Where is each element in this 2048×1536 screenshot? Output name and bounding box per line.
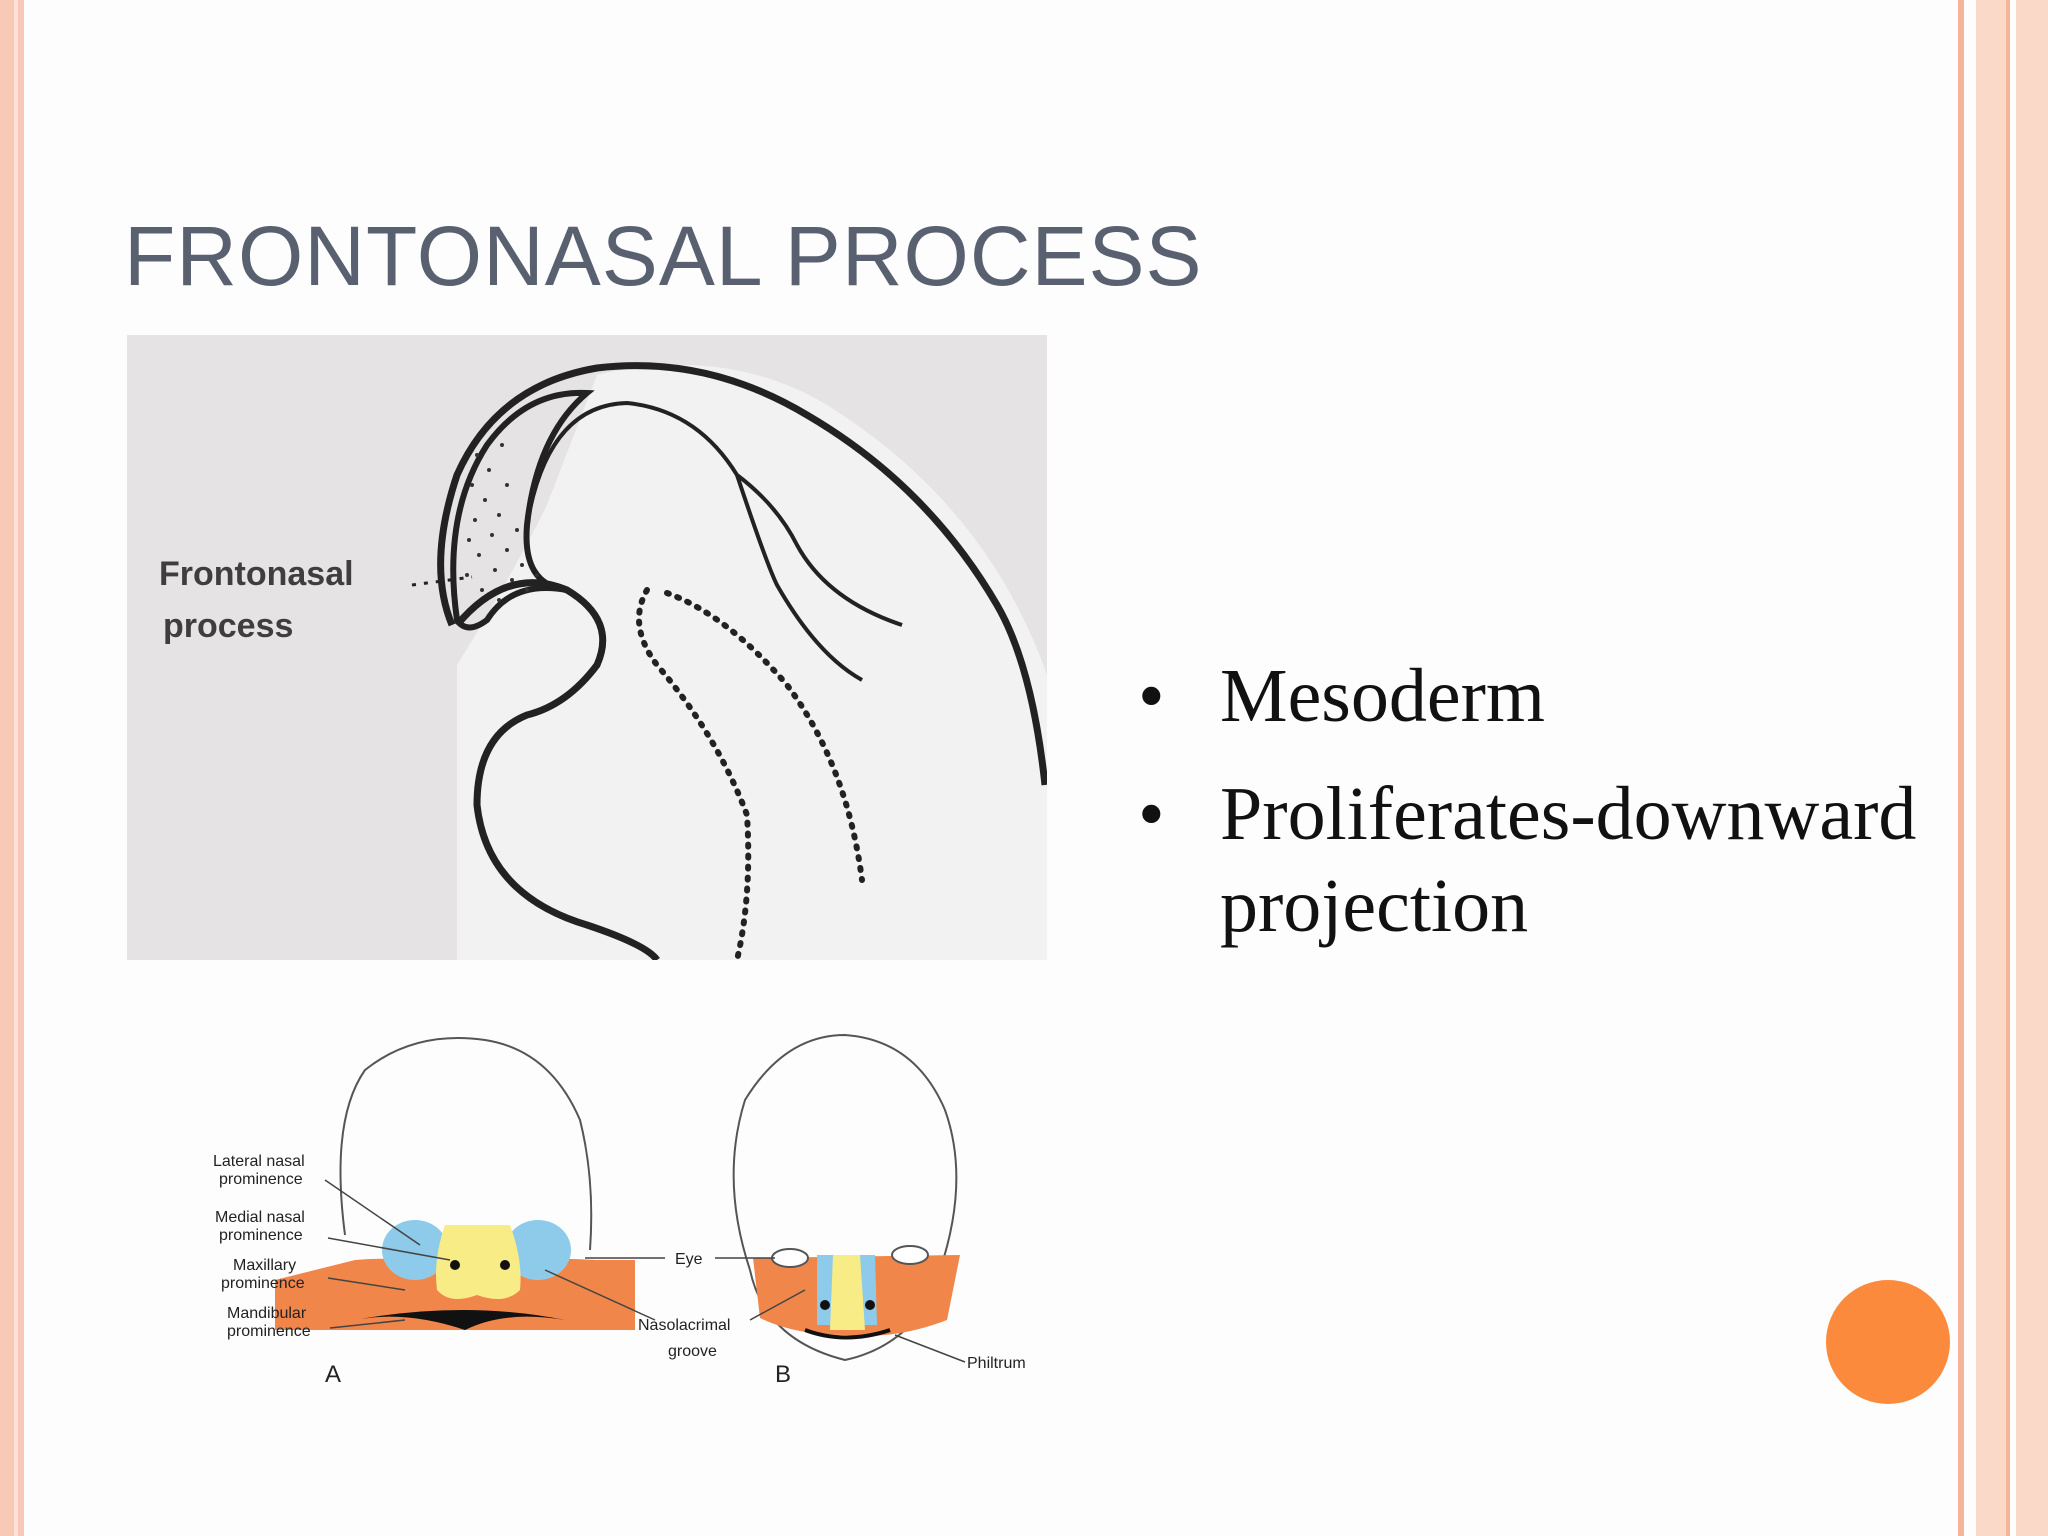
figure-light-area <box>457 365 1047 960</box>
head-outline <box>437 362 1047 786</box>
nostril-left-b <box>820 1300 830 1310</box>
right-border-line <box>1958 0 1964 1536</box>
bullet-list: • Mesoderm • Proliferates-downward proje… <box>1130 650 1950 978</box>
bullet-symbol: • <box>1138 654 1165 738</box>
label-leader-line <box>411 575 473 587</box>
stipple-dots <box>465 443 539 602</box>
medial-nasal-b <box>830 1255 865 1330</box>
label-mandibular-1: Mandibular <box>227 1305 307 1322</box>
label-maxillary-2: prominence <box>221 1275 305 1292</box>
dotted-line-1 <box>636 587 752 960</box>
nostril-right-b <box>865 1300 875 1310</box>
eye-left-b <box>771 1248 809 1268</box>
orange-circle-decoration <box>1826 1280 1950 1404</box>
mouth-b <box>804 1328 891 1340</box>
right-border-line-2 <box>2006 0 2010 1536</box>
nostril-left-a <box>450 1260 460 1270</box>
slide-title: FRONTONASAL PROCESS <box>124 209 1203 303</box>
bullet-symbol: • <box>1138 772 1165 856</box>
panel-a-label: A <box>325 1361 341 1388</box>
lateral-nasal-prominence-right-a <box>505 1220 571 1280</box>
left-border-decoration <box>0 0 24 1536</box>
label-medial-nasal-1: Medial nasal <box>215 1209 305 1226</box>
label-lateral-nasal-2: prominence <box>219 1171 303 1188</box>
label-nasolacrimal-1: Nasolacrimal <box>638 1317 730 1334</box>
brain-contour <box>525 400 903 627</box>
label-medial-nasal-2: prominence <box>219 1227 303 1244</box>
leader-lines <box>324 1179 966 1363</box>
label-lateral-nasal-1: Lateral nasal <box>213 1153 305 1170</box>
panel-b-label: B <box>775 1361 791 1388</box>
nostril-right-a <box>500 1260 510 1270</box>
medial-nasal-prominence-a <box>436 1225 521 1299</box>
label-nasolacrimal-2: groove <box>668 1343 717 1360</box>
lateral-nasal-prominence-left-a <box>382 1220 448 1280</box>
facial-prominences-figure: Lateral nasal prominence Medial nasal pr… <box>213 1033 1026 1388</box>
left-border-line <box>14 0 18 1536</box>
frontonasal-sagittal-figure: Frontonasal process <box>127 335 1047 960</box>
inner-contour <box>735 474 863 682</box>
bullet-text: Mesoderm <box>1220 654 1546 738</box>
label-philtrum: Philtrum <box>967 1355 1026 1372</box>
stomodeum-outline <box>454 579 660 960</box>
right-border-band-2 <box>2016 0 2048 1536</box>
bullet-item: • Proliferates-downward projection <box>1130 768 1950 952</box>
dotted-line-2 <box>664 590 865 883</box>
frontonasal-label-line1: Frontonasal <box>159 555 354 593</box>
head-a-outline <box>339 1037 593 1251</box>
label-eye: Eye <box>675 1251 703 1268</box>
mouth-a <box>355 1310 565 1330</box>
label-mandibular-2: prominence <box>227 1323 311 1340</box>
eye-right-b <box>891 1245 929 1265</box>
bullet-item: • Mesoderm <box>1130 650 1950 742</box>
frontonasal-process-outline <box>450 389 595 631</box>
right-border-band <box>1976 0 2006 1536</box>
frontonasal-label-line2: process <box>163 607 293 645</box>
bullet-text: Proliferates-downward projection <box>1220 772 1917 948</box>
head-b-outline <box>732 1033 958 1271</box>
label-maxillary-1: Maxillary <box>233 1257 296 1274</box>
